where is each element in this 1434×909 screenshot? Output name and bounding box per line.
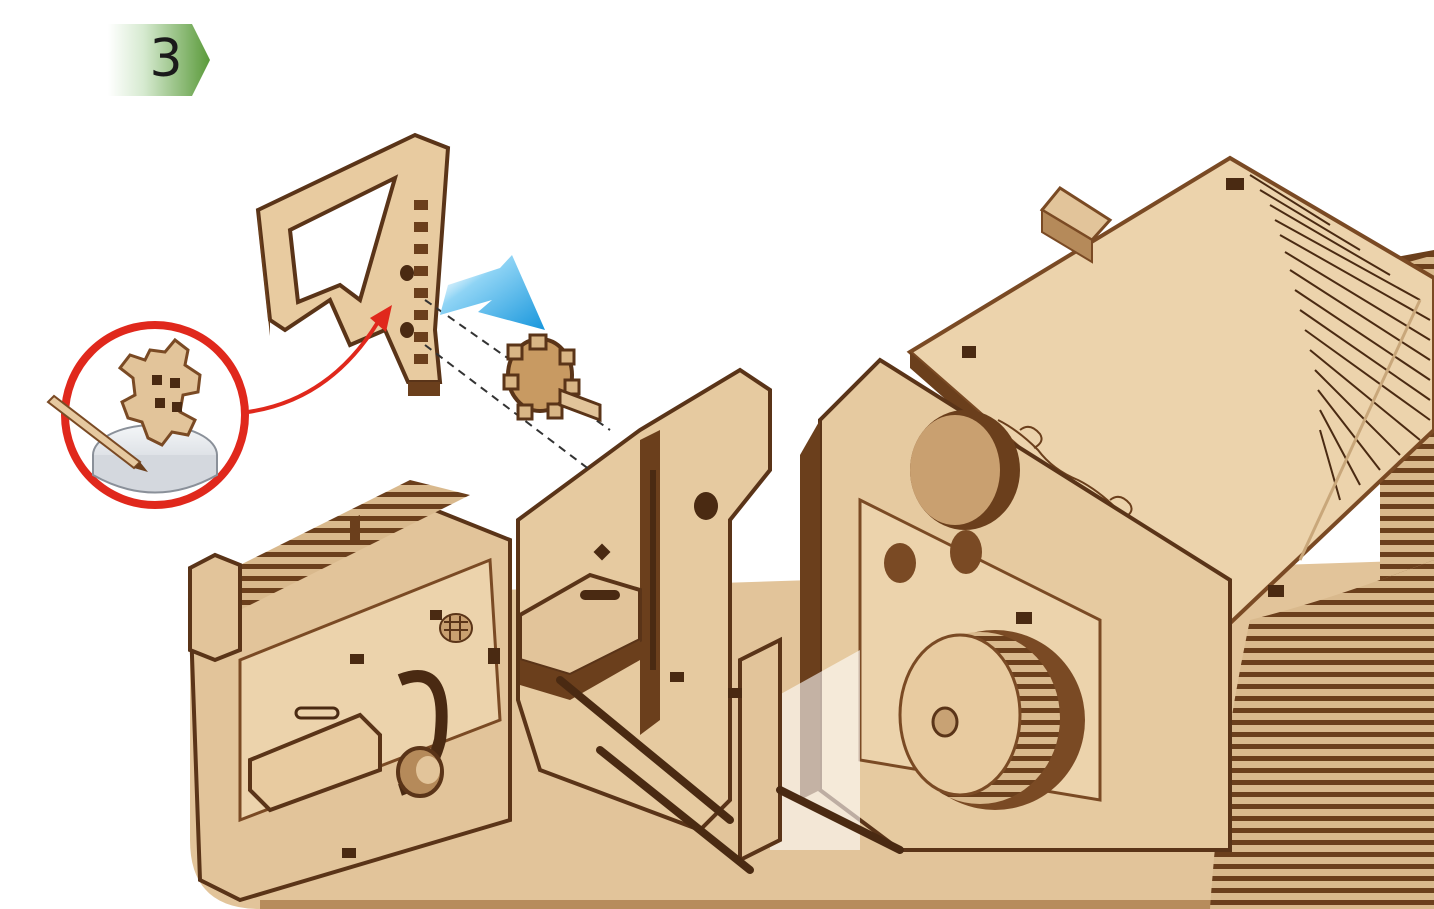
- step-number: 3: [136, 24, 196, 94]
- step-badge: 3: [108, 20, 212, 100]
- lubricate-hint: [48, 325, 245, 505]
- small-gear-axle: [504, 335, 600, 420]
- floor-hole: [728, 688, 742, 698]
- internal-gear: [910, 410, 1020, 530]
- blue-arrow-icon: [440, 255, 545, 330]
- floor-hole: [670, 672, 684, 682]
- drum-pulley: [900, 630, 1085, 810]
